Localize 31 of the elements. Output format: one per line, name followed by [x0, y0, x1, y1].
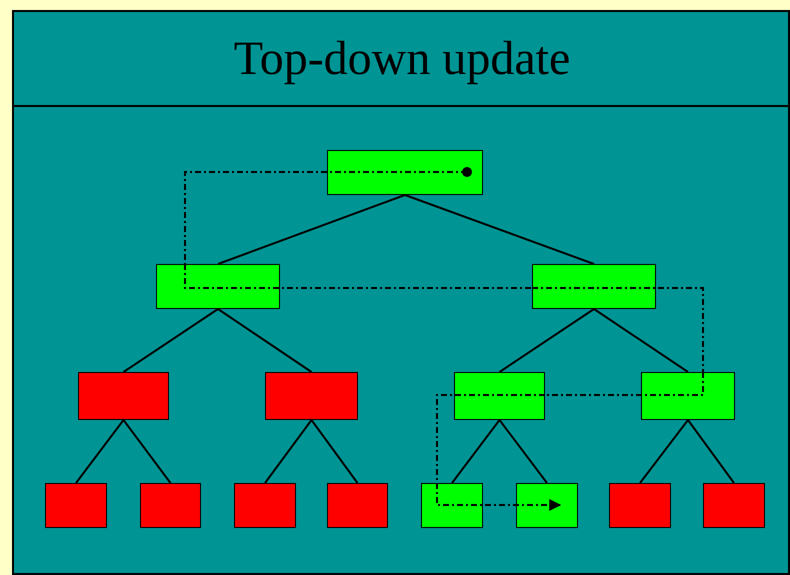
tree-line — [404, 194, 594, 265]
tree-node-box — [45, 483, 107, 528]
tree-node-box — [156, 264, 280, 309]
diagram-title: Top-down update — [234, 31, 570, 86]
tree-line — [310, 419, 358, 484]
tree-line — [264, 419, 312, 484]
tree-node-box — [516, 483, 578, 528]
tree-node-box — [327, 483, 388, 528]
tree-node-box — [265, 372, 358, 420]
tree-node-box — [78, 372, 169, 420]
tree-line — [498, 419, 548, 484]
tree-node-box — [234, 483, 296, 528]
tree-node-box — [421, 483, 483, 528]
tree-line — [451, 419, 500, 484]
tree-node-box — [641, 372, 735, 420]
tree-line — [639, 419, 689, 484]
tree-line — [593, 308, 689, 373]
tree-node-box — [532, 264, 656, 309]
tree-line — [687, 419, 735, 484]
tree-line — [498, 308, 595, 373]
tree-node-box — [140, 483, 201, 528]
tree-node-box — [454, 372, 545, 420]
tree-line — [75, 419, 124, 484]
tree-node-box — [703, 483, 765, 528]
tree-line — [122, 308, 219, 373]
tree-line — [122, 419, 172, 484]
traversal-arrow — [436, 483, 562, 511]
tree-node-box — [327, 150, 483, 195]
tree-node-box — [609, 483, 671, 528]
tree-line — [217, 308, 312, 373]
tree-line — [218, 194, 406, 265]
